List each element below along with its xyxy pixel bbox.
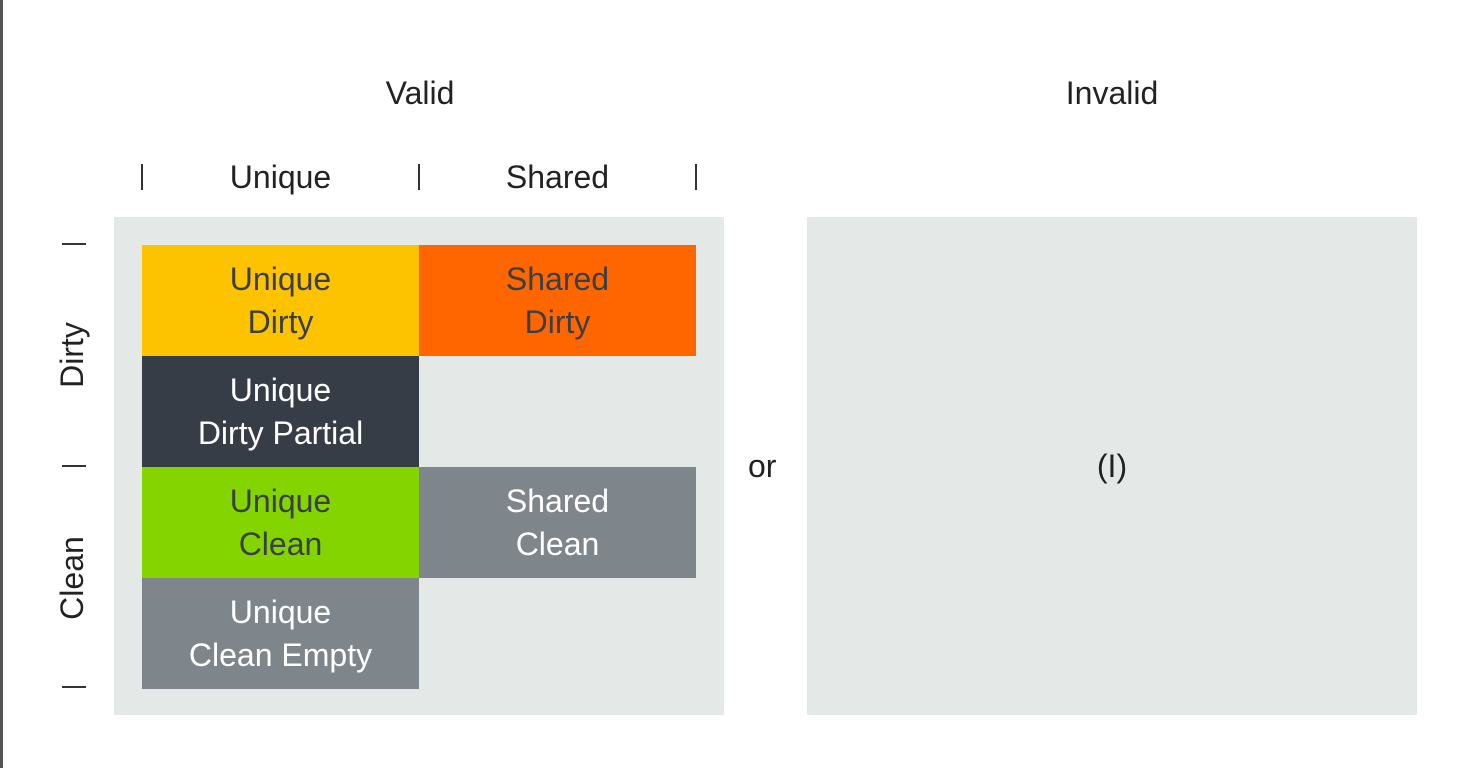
left-frame-border (0, 0, 3, 768)
cell-unique-dirty-partial-line2: Dirty Partial (197, 414, 364, 451)
cell-unique-clean-empty-line2: Clean Empty (188, 636, 373, 673)
row-tick-middle (62, 465, 86, 467)
or-connector: or (748, 448, 777, 484)
row-label-clean: Clean (54, 536, 90, 620)
invalid-heading: Invalid (1065, 75, 1159, 111)
column-label-unique: Unique (229, 159, 332, 195)
cell-shared-dirty-line1: Shared (505, 260, 610, 297)
cell-unique-clean-line1: Unique (229, 482, 332, 519)
cell-shared-clean: Shared Clean (419, 467, 696, 578)
invalid-state-panel (807, 217, 1417, 715)
cell-shared-clean-line1: Shared (505, 482, 610, 519)
cell-unique-dirty-line2: Dirty (247, 303, 314, 340)
cell-shared-dirty: Shared Dirty (419, 245, 696, 356)
cell-unique-clean: Unique Clean (142, 467, 419, 578)
invalid-state-label: (I) (1096, 448, 1128, 484)
cell-unique-dirty: Unique Dirty (142, 245, 419, 356)
column-label-shared: Shared (505, 159, 610, 195)
cell-unique-clean-empty-line1: Unique (229, 593, 332, 630)
cell-unique-clean-empty: Unique Clean Empty (142, 578, 419, 689)
cell-shared-dirty-line2: Dirty (524, 303, 591, 340)
row-label-dirty: Dirty (54, 322, 90, 388)
cell-unique-dirty-partial: Unique Dirty Partial (142, 356, 419, 467)
column-tick-right (695, 164, 697, 190)
row-tick-top (62, 243, 86, 245)
cell-unique-clean-line2: Clean (238, 525, 323, 562)
cell-unique-dirty-partial-line1: Unique (229, 371, 332, 408)
row-tick-bottom (62, 686, 86, 688)
cell-shared-clean-line2: Clean (515, 525, 600, 562)
column-tick-middle (418, 164, 420, 190)
valid-heading: Valid (385, 75, 455, 111)
column-tick-left (141, 164, 143, 190)
cell-unique-dirty-line1: Unique (229, 260, 332, 297)
